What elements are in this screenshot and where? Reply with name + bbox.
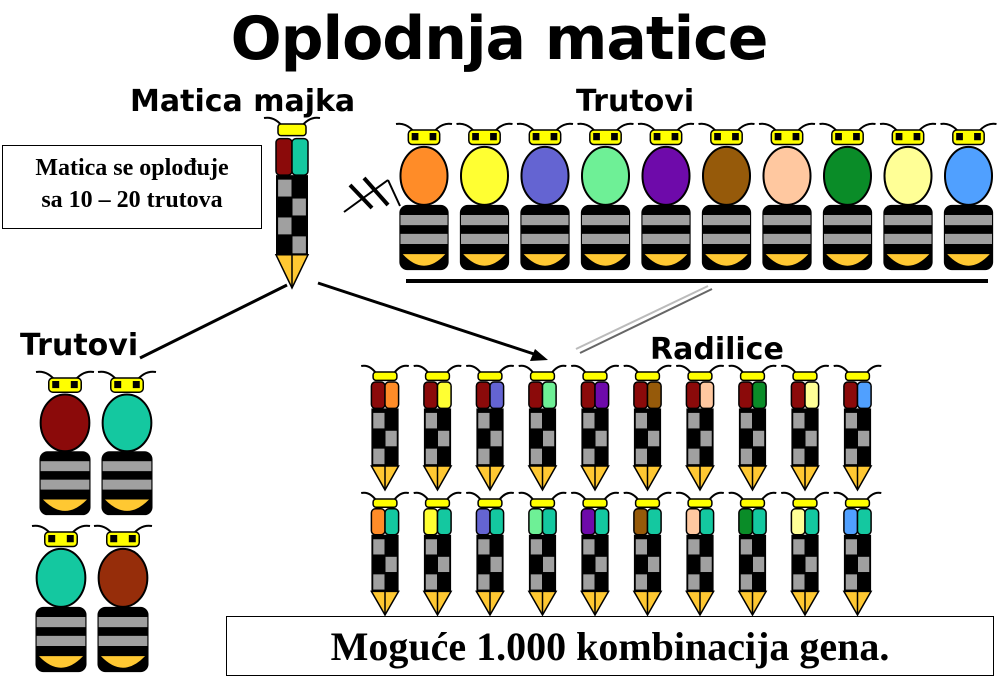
drone-3 <box>516 122 574 271</box>
workers-label: Radilice <box>650 332 784 367</box>
combinations-box: Moguće 1.000 kombinacija gena. <box>226 616 994 676</box>
worker-row1-3 <box>465 364 515 492</box>
worker-row1-1 <box>360 364 410 492</box>
worker-row2-8 <box>728 491 777 617</box>
worker-row2-2 <box>413 491 462 617</box>
drone-4 <box>577 122 634 271</box>
arrow-to-drones <box>139 283 288 360</box>
worker-row1-5 <box>570 364 620 492</box>
info-box-line-2: sa 10 – 20 trutova <box>41 187 223 213</box>
drone-2 <box>456 122 513 271</box>
info-box-line-1: Matica se oplođuje <box>35 155 229 181</box>
worker-row2-10 <box>833 491 882 617</box>
arrow-to-workers <box>317 281 548 361</box>
worker-row1-6 <box>623 364 672 492</box>
double-line <box>575 285 713 354</box>
worker-row1-7 <box>675 364 725 492</box>
worker-row1-8 <box>728 364 777 492</box>
drones-label-top: Trutovi <box>576 84 695 119</box>
mother-queen-bee <box>263 116 321 290</box>
offspring-drone-2 <box>97 370 157 516</box>
worker-row2-6 <box>623 491 672 617</box>
drone-5 <box>637 122 695 271</box>
offspring-drone-1 <box>35 370 95 516</box>
worker-row1-9 <box>780 364 830 492</box>
info-box: Matica se oplođuje sa 10 – 20 trutova <box>2 145 262 229</box>
drone-9 <box>879 122 937 271</box>
drone-7 <box>758 122 816 271</box>
offspring-drone-3 <box>31 524 91 673</box>
worker-row1-4 <box>518 364 567 492</box>
drone-1 <box>395 122 453 271</box>
worker-row1-2 <box>413 364 462 492</box>
worker-row1-10 <box>833 364 882 492</box>
worker-row2-1 <box>360 491 410 617</box>
offspring-drone-4 <box>93 524 153 673</box>
worker-row2-3 <box>465 491 515 617</box>
worker-row2-9 <box>780 491 830 617</box>
drone-6 <box>698 122 755 271</box>
mother-queen-label: Matica majka <box>130 84 356 119</box>
worker-row2-4 <box>518 491 567 617</box>
drones-label-bottom: Trutovi <box>20 328 139 363</box>
worker-row2-7 <box>675 491 725 617</box>
drone-10 <box>940 122 997 271</box>
page-title: Oplodnja matice <box>230 4 769 74</box>
worker-row2-5 <box>570 491 620 617</box>
drone-8 <box>819 122 876 271</box>
mating-cross-mark <box>343 176 401 213</box>
